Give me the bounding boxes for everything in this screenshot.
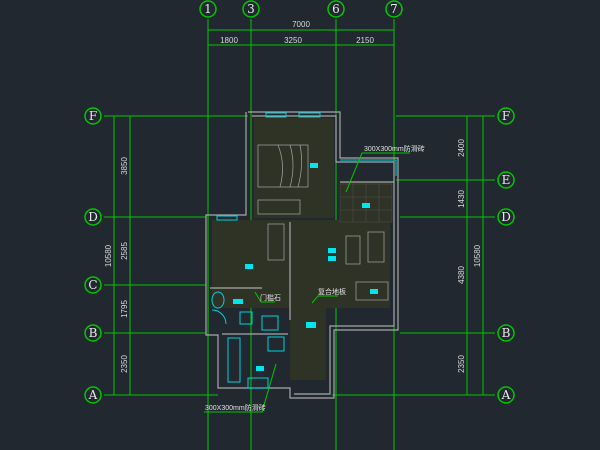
axis-bubble-left-F: F	[84, 107, 102, 125]
axis-bubble-left-B: B	[84, 324, 102, 342]
svg-text:B: B	[502, 326, 511, 340]
axis-bubble-left-A: A	[84, 386, 102, 404]
dim-left-seg: 3850	[120, 157, 129, 175]
dim-top-seg: 3250	[284, 36, 302, 45]
kitchen-fixtures	[227, 336, 285, 389]
annotation-threshold: 门槛石	[254, 291, 281, 303]
axis-bubble-6: 6	[327, 0, 345, 18]
dim-left-total: 10580	[104, 244, 113, 267]
dim-top-total: 7000	[292, 20, 310, 29]
annotation-floor: 复合地板	[311, 287, 346, 304]
dim-right-seg: 1430	[457, 190, 466, 208]
svg-text:F: F	[89, 109, 97, 123]
svg-text:6: 6	[332, 2, 340, 16]
axis-bubble-left-D: D	[84, 208, 102, 226]
axis-bubble-right-F: F	[497, 107, 515, 125]
wardrobe	[267, 223, 285, 261]
dim-right-total: 10580	[473, 244, 482, 267]
walls	[205, 111, 399, 399]
svg-text:复合地板: 复合地板	[318, 287, 346, 296]
bathroom-fixtures	[211, 291, 279, 331]
dim-top-seg: 2150	[356, 36, 374, 45]
svg-text:300X300mm防滑砖: 300X300mm防滑砖	[205, 403, 266, 412]
axis-bubble-1: 1	[199, 0, 217, 18]
floor-hatch	[212, 118, 392, 380]
axis-bubble-right-A: A	[497, 386, 515, 404]
svg-text:3: 3	[247, 2, 255, 16]
svg-text:A: A	[88, 388, 98, 402]
dim-left-seg: 1795	[120, 300, 129, 318]
dim-right-seg: 2400	[457, 139, 466, 157]
svg-text:300X300mm防滑砖: 300X300mm防滑砖	[364, 144, 425, 153]
annotation-kitchen-tile: 300X300mm防滑砖	[204, 363, 277, 413]
svg-text:门槛石: 门槛石	[260, 293, 281, 302]
dim-left-seg: 2585	[120, 242, 129, 260]
dim-top-seg: 1800	[220, 36, 238, 45]
axis-bubble-right-B: B	[497, 324, 515, 342]
svg-text:A: A	[501, 388, 511, 402]
svg-text:E: E	[502, 173, 511, 187]
sofa-area	[345, 231, 389, 301]
room-tags	[233, 163, 378, 371]
dim-right-seg: 4380	[457, 266, 466, 284]
dim-left-seg: 2350	[120, 355, 129, 373]
svg-text:7: 7	[390, 2, 398, 16]
axis-bubble-3: 3	[242, 0, 260, 18]
svg-text:F: F	[502, 109, 510, 123]
svg-text:1: 1	[204, 2, 212, 16]
dimension-lines	[113, 29, 484, 395]
axis-bubble-left-C: C	[84, 276, 102, 294]
svg-text:D: D	[501, 210, 511, 224]
axis-bubble-right-D: D	[497, 208, 515, 226]
bed	[257, 144, 309, 215]
svg-text:B: B	[89, 326, 98, 340]
svg-text:C: C	[88, 278, 97, 292]
dim-right-seg: 2350	[457, 355, 466, 373]
svg-text:D: D	[88, 210, 98, 224]
annotation-balcony-tile: 300X300mm防滑砖	[345, 144, 425, 193]
row-axis-lines	[104, 115, 495, 396]
axis-bubble-7: 7	[385, 0, 403, 18]
axis-bubble-right-E: E	[497, 171, 515, 189]
